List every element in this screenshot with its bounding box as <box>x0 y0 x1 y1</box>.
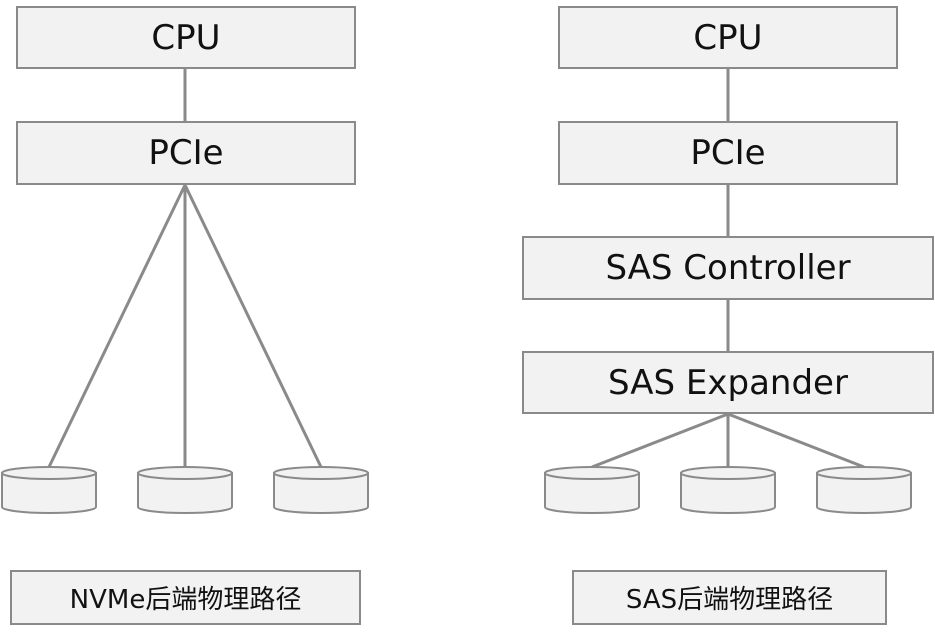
right-pcie-box: PCIe <box>558 121 898 185</box>
left-pcie-label: PCIe <box>148 133 224 173</box>
sas-expander-box: SAS Expander <box>522 351 934 414</box>
left-cpu-label: CPU <box>151 17 221 58</box>
left-pcie-disk1-link <box>47 184 187 468</box>
right-disk-1 <box>544 466 640 514</box>
left-pcie-box: PCIe <box>16 121 356 185</box>
right-pcie-label: PCIe <box>690 133 766 173</box>
sas-expander-label: SAS Expander <box>608 362 848 403</box>
sas-controller-box: SAS Controller <box>522 236 934 300</box>
left-disk-1 <box>0 466 97 514</box>
right-caption-box: SAS后端物理路径 <box>572 570 887 625</box>
right-expander-disk3-link <box>727 412 865 469</box>
right-disk-2 <box>680 466 776 514</box>
left-disk-3 <box>273 466 369 514</box>
left-pcie-disk3-link <box>183 184 323 468</box>
right-disk-3 <box>816 466 912 514</box>
left-caption-box: NVMe后端物理路径 <box>10 570 361 625</box>
right-expander-disk1-link <box>591 412 729 469</box>
left-cpu-box: CPU <box>16 6 356 69</box>
right-cpu-label: CPU <box>693 17 763 58</box>
right-caption: SAS后端物理路径 <box>625 585 834 615</box>
right-cpu-box: CPU <box>558 6 898 69</box>
sas-controller-label: SAS Controller <box>605 248 851 288</box>
left-caption: NVMe后端物理路径 <box>69 585 302 615</box>
left-disk-2 <box>137 466 233 514</box>
